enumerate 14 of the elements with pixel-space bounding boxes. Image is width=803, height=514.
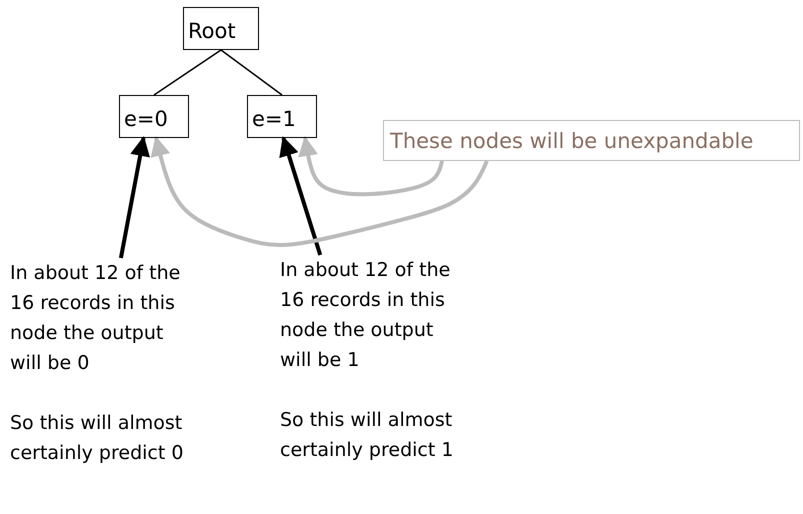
tree-node-box: Root [183, 7, 259, 50]
annotation-text: In about 12 of the 16 records in this node the output will be 1 [280, 258, 452, 373]
tree-branch-line [220, 49, 282, 96]
arrow [150, 136, 489, 247]
annotation-text: So this will almost certainly predict 0 [10, 411, 184, 466]
tree-branch-line [154, 49, 222, 96]
arrow [118, 136, 150, 258]
tree-node-box: e=1 [247, 95, 317, 138]
arrow [279, 136, 322, 256]
callout-box: These nodes will be unexpandable [383, 120, 800, 161]
tree-node-box: e=0 [119, 95, 189, 138]
arrow [298, 136, 444, 196]
annotation-text: In about 12 of the 16 records in this node the output will be 0 [10, 261, 182, 376]
annotation-text: So this will almost certainly predict 1 [280, 408, 454, 463]
